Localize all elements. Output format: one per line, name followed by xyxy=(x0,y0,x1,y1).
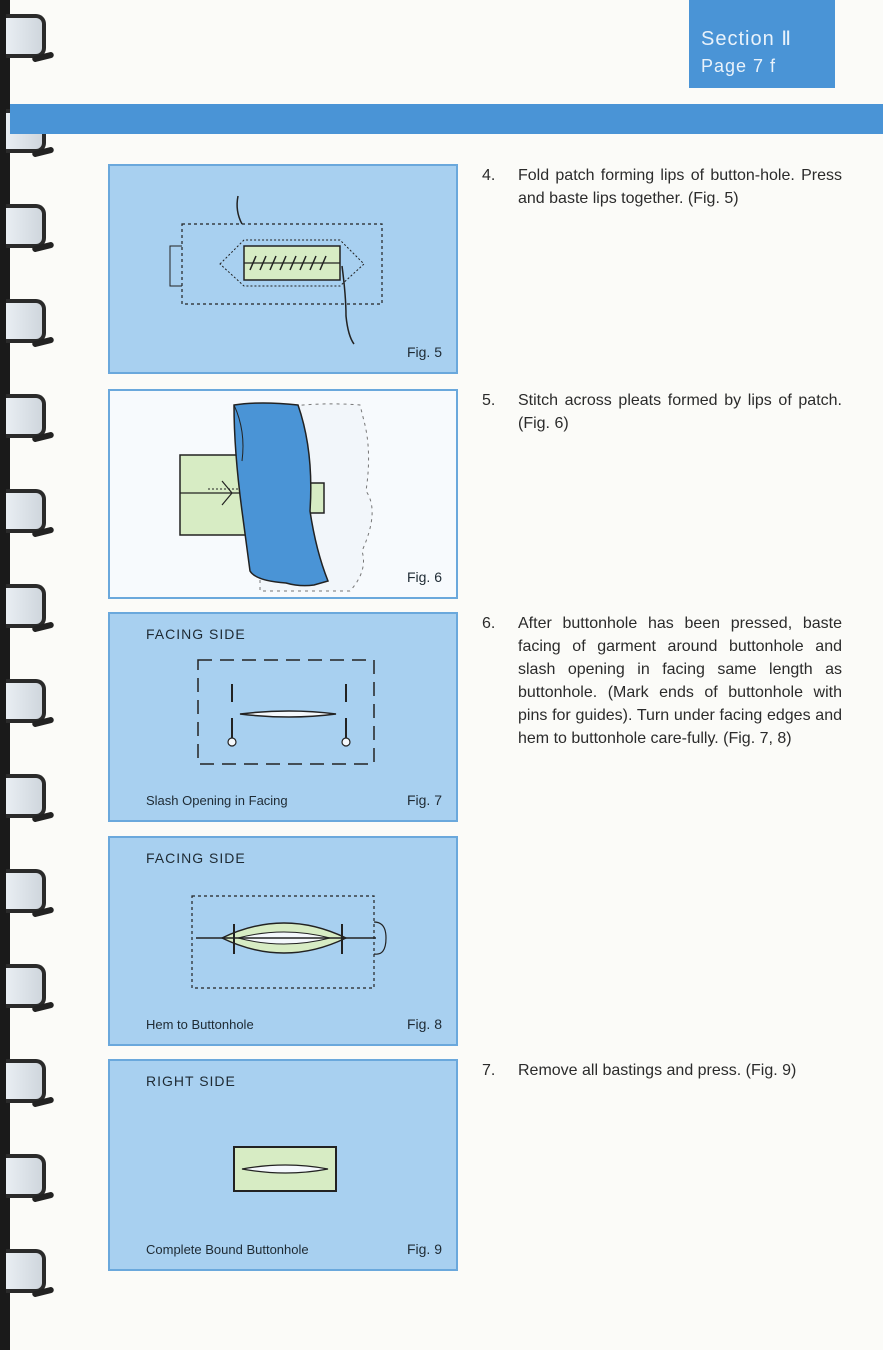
binding-edge xyxy=(0,0,10,1350)
binding-coil xyxy=(6,1059,55,1115)
section-label: Section Ⅱ xyxy=(701,28,793,50)
step-7-number: 7. xyxy=(482,1062,496,1079)
step-5: 5. Stitch across pleats formed by lips o… xyxy=(482,389,844,449)
step-5-number: 5. xyxy=(482,392,496,409)
page-label: Page 7 f xyxy=(701,56,777,76)
figure-6-label: Fig. 6 xyxy=(406,569,442,585)
binding-coil xyxy=(6,14,55,70)
step-7: 7. Remove all bastings and press. (Fig. … xyxy=(482,1059,844,1119)
binding-coil xyxy=(6,964,55,1020)
binding-coil xyxy=(6,489,55,545)
fig7-illustration xyxy=(197,659,375,765)
figure-7-heading: FACING SIDE xyxy=(146,626,246,642)
header-band xyxy=(10,104,883,134)
figure-6-panel: Fig. 6 xyxy=(108,389,458,599)
spiral-binding xyxy=(0,0,60,1350)
step-6-number: 6. xyxy=(482,615,496,632)
figure-9-caption: Complete Bound Buttonhole xyxy=(146,1242,309,1257)
figure-9-heading: RIGHT SIDE xyxy=(146,1073,236,1089)
step-7-text: Remove all bastings and press. (Fig. 9) xyxy=(518,1062,797,1079)
figure-7-label: Fig. 7 xyxy=(406,792,442,808)
binding-coil xyxy=(6,299,55,355)
binding-coil xyxy=(6,204,55,260)
figure-8-heading: FACING SIDE xyxy=(146,850,246,866)
figure-7-caption: Slash Opening in Facing xyxy=(146,793,288,808)
section-page-tab: Section Ⅱ Page 7 f xyxy=(689,0,835,88)
fig6-illustration xyxy=(179,402,373,592)
figure-9-label: Fig. 9 xyxy=(406,1241,442,1257)
step-6-text: After buttonhole has been pressed, baste… xyxy=(518,615,842,747)
step-4-number: 4. xyxy=(482,167,496,184)
binding-coil xyxy=(6,869,55,925)
step-5-text: Stitch across pleats formed by lips of p… xyxy=(518,392,842,432)
fig5-illustration xyxy=(169,195,383,345)
binding-coil xyxy=(6,584,55,640)
binding-coil xyxy=(6,774,55,830)
figure-5-label: Fig. 5 xyxy=(406,344,442,360)
fig8-illustration xyxy=(191,895,387,989)
figure-8-caption: Hem to Buttonhole xyxy=(146,1017,254,1032)
step-4-text: Fold patch forming lips of button-hole. … xyxy=(518,167,842,207)
binding-coil xyxy=(6,679,55,735)
binding-coil xyxy=(6,1154,55,1210)
figure-5-panel: Fig. 5 xyxy=(108,164,458,374)
figure-8-label: Fig. 8 xyxy=(406,1016,442,1032)
step-4: 4. Fold patch forming lips of button-hol… xyxy=(482,164,844,244)
binding-coil xyxy=(6,1249,55,1305)
fig9-illustration xyxy=(233,1146,337,1192)
figure-9-panel: RIGHT SIDE Complete Bound Buttonhole Fig… xyxy=(108,1059,458,1271)
figure-7-panel: FACING SIDE Slash Opening in Facing Fig.… xyxy=(108,612,458,822)
figure-8-panel: FACING SIDE Hem to Buttonhole Fig. 8 xyxy=(108,836,458,1046)
binding-coil xyxy=(6,394,55,450)
step-6: 6. After buttonhole has been pressed, ba… xyxy=(482,612,844,812)
